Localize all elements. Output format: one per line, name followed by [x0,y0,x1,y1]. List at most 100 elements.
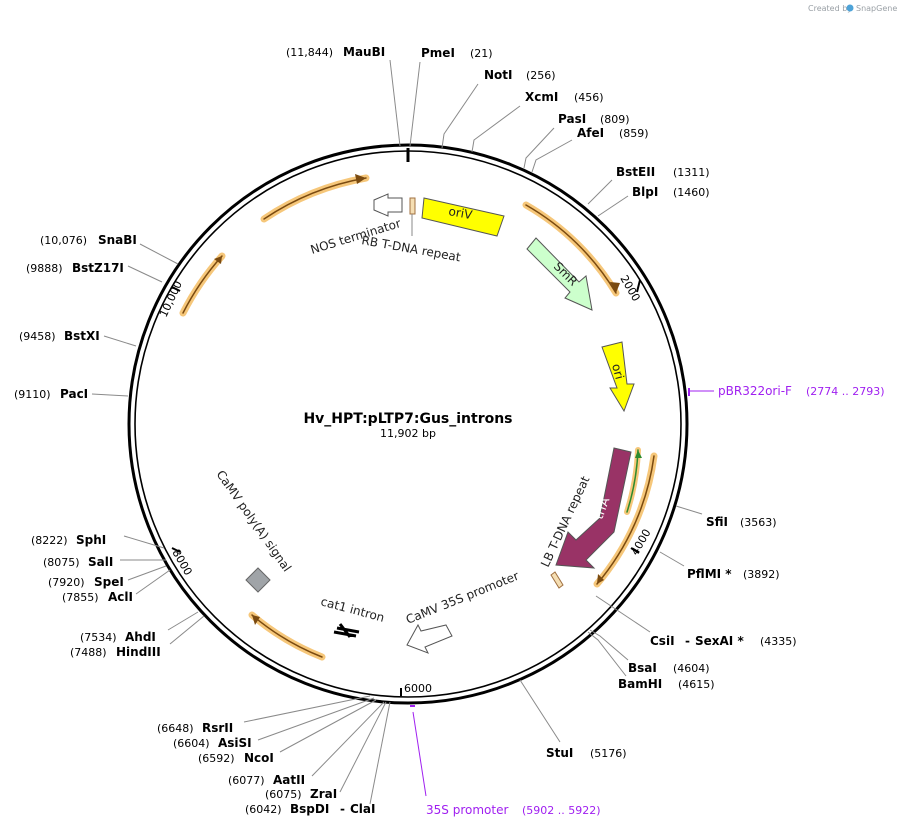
leader-PflMI [659,551,685,567]
feature-cat1-intron [333,623,360,638]
primer-name-35S-promoter: 35S promoter [426,803,508,817]
orf-arc-3-line [525,204,617,294]
leader-RsrII [243,695,371,723]
orf-arc-2 [179,252,226,317]
site-name-NcoI: NcoI [244,751,274,765]
feature-NOS-terminator [373,193,403,217]
site-name-AsiSI: AsiSI [218,736,252,750]
site-pos-BstEII: (1311) [673,166,710,179]
site-labels: (11,844) MauBI PmeI (21) NotI (256) XcmI… [14,45,797,816]
site-name-SexAI: SexAI * [695,634,744,648]
leader-AsiSI [257,697,375,741]
credit-text: Created by [808,4,852,13]
orf-arrowhead-5 [635,450,642,458]
leader-SnaBI [139,243,179,265]
feature-CaMV-35S-promoter [406,623,453,654]
site-pos-NotI: (256) [526,69,556,82]
feature-label-ori: ori [609,362,627,381]
site-pos-HindIII: (7488) [70,646,107,659]
primer-name-pBR322ori-F: pBR322ori-F [718,384,792,398]
primers: pBR322ori-F (2774 .. 2793) 35S promoter … [410,384,885,817]
site-name-MauBI: MauBI [343,45,385,59]
leader-BlpI [597,195,629,217]
leader-StuI [519,679,561,743]
site-pos-MauBI: (11,844) [286,46,333,59]
leader-BamHI [587,631,627,677]
site-pos-BspDI: (6042) [245,803,282,816]
tick-10000 [171,286,181,292]
primer-range-pBR322ori-F: (2774 .. 2793) [806,385,885,398]
backbone-outer-ring [127,143,689,705]
site-name-PasI: PasI [558,112,586,126]
site-sep-CsiI: - [685,634,690,648]
site-name-ClaI: ClaI [350,802,375,816]
leader-CsiI [595,595,651,633]
site-pos-BsaI: (4604) [673,662,710,675]
site-pos-SfiI: (3563) [740,516,777,529]
leader-SfiI [675,505,703,515]
site-name-BamHI: BamHI [618,677,662,691]
feature-trfA [555,447,632,569]
leader-XcmI [471,105,521,153]
tick-label-6000: 6000 [404,682,432,695]
leader-BsaI [589,629,629,661]
site-pos-BlpI: (1460) [673,186,710,199]
tick-8000 [171,547,181,553]
leader-PacI [91,393,129,397]
orf-arrowhead-6 [252,615,260,625]
site-pos-BamHI: (4615) [678,678,715,691]
leader-MauBI [389,59,401,147]
site-pos-NcoI: (6592) [198,752,235,765]
site-name-StuI: StuI [546,746,573,760]
feature-label-oriV: oriV [447,204,474,222]
site-pos-BstZ17I: (9888) [26,262,63,275]
feature-label-cat1-intron: cat1 intron [319,594,386,624]
site-name-HindIII: HindIII [116,645,161,659]
site-pos-AfeI: (859) [619,127,649,140]
credit-brand: SnapGene [856,4,897,13]
leader-AclI [135,569,171,595]
site-name-BsaI: BsaI [628,661,657,675]
site-name-BstXI: BstXI [64,329,100,343]
primer-leader-35S-promoter [412,711,427,797]
site-pos-AclI: (7855) [62,591,99,604]
leader-HindIII [169,615,205,645]
orf-arc-1 [260,174,370,223]
orf-arrowheads [214,174,642,625]
site-pos-SphI: (8222) [31,534,68,547]
leader-PmeI [409,61,421,147]
site-pos-RsrII: (6648) [157,722,194,735]
site-pos-PmeI: (21) [470,47,493,60]
site-name-PmeI: PmeI [421,46,455,60]
site-name-SpeI: SpeI [94,575,124,589]
tick-4000 [630,547,640,554]
site-pos-ZraI: (6075) [265,788,302,801]
feature-label-CaMV-polyA-signal: CaMV poly(A) signal [214,468,295,575]
site-name-SfiI: SfiI [706,515,728,529]
orf-arc-1-line [263,177,367,220]
orf-arrowhead-3 [610,282,620,293]
site-pos-BstXI: (9458) [19,330,56,343]
leader-PasI [523,127,555,169]
plasmid-length: 11,902 bp [380,427,436,440]
leader-NotI [441,83,479,149]
site-name-AatII: AatII [273,773,305,787]
leader-AatII [311,701,385,777]
primer-range-35S-promoter: (5902 .. 5922) [522,804,601,817]
site-pos-AatII: (6077) [228,774,265,787]
site-name-AclI: AclI [108,590,133,604]
orf-arrowhead-1 [355,174,366,184]
leader-SphI [123,535,165,549]
snapgene-logo-icon [846,4,854,12]
site-name-BlpI: BlpI [632,185,658,199]
leader-AhdI [167,611,199,631]
feature-label-RB-T-DNA-repeat: RB T-DNA repeat [360,233,461,264]
site-pos-PflMI: (3892) [743,568,780,581]
site-name-SphI: SphI [76,533,106,547]
feature-label-CaMV-35S-promoter: CaMV 35S promoter [404,569,521,627]
site-pos-SalI: (8075) [43,556,80,569]
leader-BstEII [587,179,613,205]
orf-arc-6 [248,611,326,661]
site-name-AhdI: AhdI [125,630,156,644]
